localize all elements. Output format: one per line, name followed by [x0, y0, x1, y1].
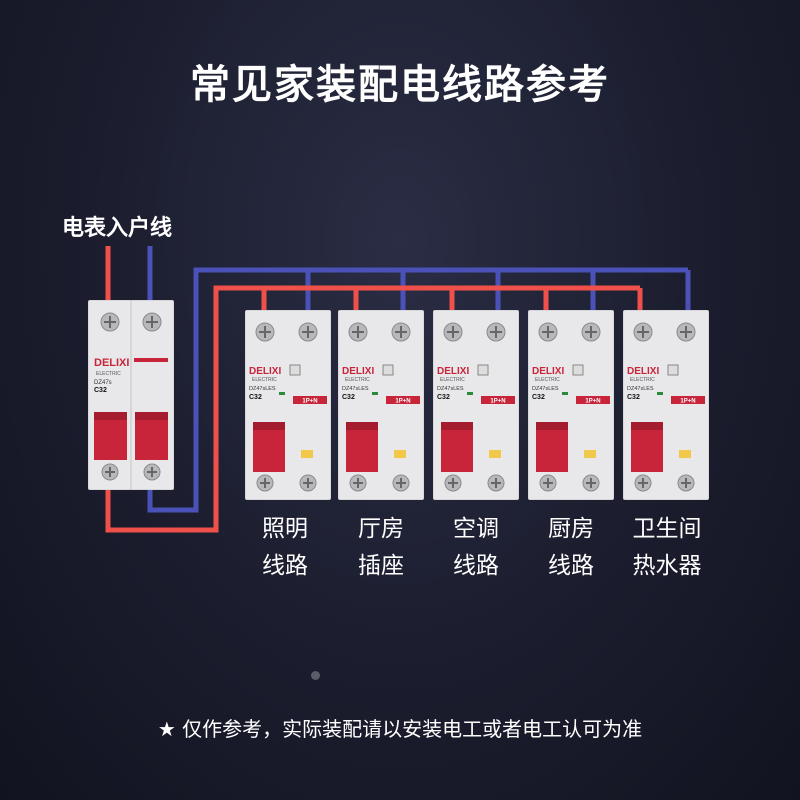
branch-breaker-poles: 1P+N: [395, 399, 410, 405]
circuit-label-line2: 线路: [453, 553, 499, 579]
circuit-label-line1: 照明: [262, 516, 308, 542]
carousel-dot[interactable]: [311, 671, 320, 680]
branch-breaker-poles: 1P+N: [680, 399, 695, 405]
branch-breaker-brand: DELIXI: [342, 366, 374, 377]
branch-breaker-model: DZ47sLES: [627, 386, 654, 392]
branch-breaker-poles: 1P+N: [490, 399, 505, 405]
branch-breaker-2: DELIXI ELECTRIC DZ47sLES C32 1P+N: [338, 310, 424, 500]
branch-breaker-rating: C32: [437, 394, 450, 401]
branch-breaker-rating: C32: [342, 394, 355, 401]
branch-breaker-sub-brand: ELECTRIC: [252, 377, 277, 383]
circuit-label-line2: 热水器: [632, 553, 702, 579]
circuit-label-line1: 厨房: [548, 516, 594, 542]
test-button[interactable]: [679, 450, 691, 458]
circuit-label-line2: 线路: [548, 553, 594, 579]
main-breaker-sub-brand: ELECTRIC: [96, 371, 121, 377]
branch-breaker-5: DELIXI ELECTRIC DZ47sLES C32 1P+N: [623, 310, 709, 500]
branch-breaker-brand: DELIXI: [437, 366, 469, 377]
main-breaker-brand: DELIXI: [94, 357, 129, 369]
branch-breaker-handle[interactable]: [253, 422, 285, 472]
branch-breaker-poles: 1P+N: [585, 399, 600, 405]
neutral-bus-wire: [147, 267, 688, 513]
branch-breaker-sub-brand: ELECTRIC: [535, 377, 560, 383]
circuit-label-line2: 线路: [262, 553, 308, 579]
branch-breaker-handle[interactable]: [346, 422, 378, 472]
branch-breaker-brand: DELIXI: [627, 366, 659, 377]
circuit-label-lighting: 照明 线路: [230, 511, 340, 585]
circuit-label-line1: 空调: [453, 516, 499, 542]
test-button[interactable]: [584, 450, 596, 458]
branch-breaker-handle[interactable]: [631, 422, 663, 472]
circuit-label-kitchen: 厨房 线路: [516, 511, 626, 585]
branch-breaker-sub-brand: ELECTRIC: [440, 377, 465, 383]
branch-breaker-brand: DELIXI: [249, 366, 281, 377]
branch-breaker-model: DZ47sLES: [532, 386, 559, 392]
live-wires: [105, 246, 643, 533]
branch-breaker-sub-brand: ELECTRIC: [345, 377, 370, 383]
branch-breaker-sub-brand: ELECTRIC: [630, 377, 655, 383]
test-button[interactable]: [394, 450, 406, 458]
circuit-label-line1: 卫生间: [632, 516, 702, 542]
circuit-label-line2: 插座: [358, 553, 404, 579]
test-button[interactable]: [489, 450, 501, 458]
branch-breaker-rating: C32: [249, 394, 262, 401]
branch-breaker-poles: 1P+N: [302, 399, 317, 405]
branch-breaker-4: DELIXI ELECTRIC DZ47sLES C32 1P+N: [528, 310, 614, 500]
branch-breaker-handle[interactable]: [536, 422, 568, 472]
branch-breaker-handle[interactable]: [441, 422, 473, 472]
circuit-label-living-room-sockets: 厅房 插座: [326, 511, 436, 585]
test-button[interactable]: [301, 450, 313, 458]
branch-breaker-model: DZ47sLES: [342, 386, 369, 392]
branch-breaker-brand: DELIXI: [532, 366, 564, 377]
footer-disclaimer: ★ 仅作参考，实际装配请以安装电工或者电工认可为准: [157, 717, 643, 741]
main-breaker-rating: C32: [94, 387, 107, 394]
branch-breaker-3: DELIXI ELECTRIC DZ47sLES C32 1P+N: [433, 310, 519, 500]
branch-breaker-model: DZ47sLES: [249, 386, 276, 392]
circuit-label-bathroom-water-heater: 卫生间 热水器: [612, 511, 722, 585]
branch-breaker-rating: C32: [627, 394, 640, 401]
circuit-label-line1: 厅房: [358, 516, 404, 542]
circuit-label-air-conditioning: 空调 线路: [421, 511, 531, 585]
main-breaker-model: DZ47s: [94, 380, 112, 386]
branch-breaker-1: DELIXI ELECTRIC DZ47sLES C32 1P+N: [245, 310, 331, 500]
page-title: 常见家装配电线路参考: [190, 62, 610, 108]
branch-breaker-rating: C32: [532, 394, 545, 401]
main-breaker: DELIXI ELECTRIC DZ47s C32: [88, 300, 174, 490]
branch-breaker-model: DZ47sLES: [437, 386, 464, 392]
meter-input-label: 电表入户线: [62, 216, 173, 241]
